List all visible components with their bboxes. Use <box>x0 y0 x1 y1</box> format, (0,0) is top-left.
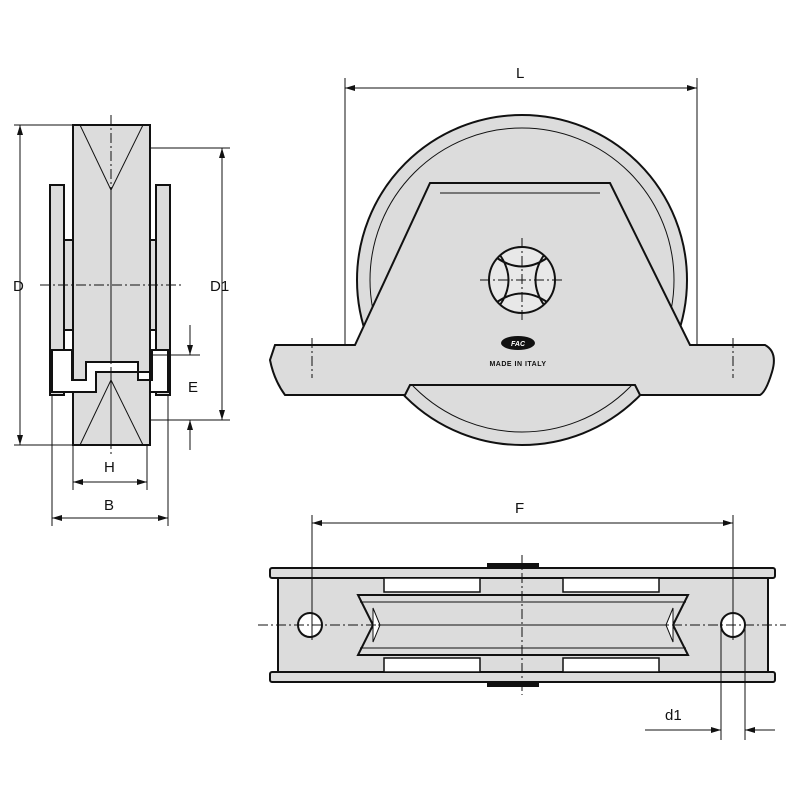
front-view: FAC MADE IN ITALY L <box>268 65 775 446</box>
side-view: D D1 E H B <box>13 115 230 526</box>
dim-label-B: B <box>104 497 114 514</box>
dim-label-H: H <box>104 459 115 476</box>
dim-label-D: D <box>13 278 24 295</box>
dim-label-d1: d1 <box>665 707 682 724</box>
bottom-view: F d1 <box>258 500 786 740</box>
made-in-italy-mark: MADE IN ITALY <box>489 361 546 368</box>
svg-text:FAC: FAC <box>511 341 526 348</box>
dim-label-E: E <box>188 379 198 396</box>
dim-label-F: F <box>515 500 524 517</box>
dim-label-D1: D1 <box>210 278 229 295</box>
dim-label-L: L <box>516 65 524 82</box>
brand-logo <box>501 336 535 350</box>
